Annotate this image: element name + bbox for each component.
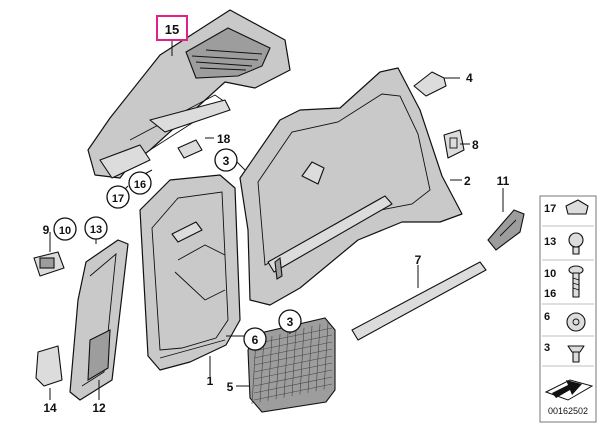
rivet-13-icon xyxy=(568,232,584,248)
legend-label-16: 16 xyxy=(544,288,556,300)
expanding-rivet-3-icon xyxy=(567,345,585,353)
legend-label-10: 10 xyxy=(544,268,556,280)
part-15-upper-trim[interactable] xyxy=(87,9,291,179)
legend-row-13[interactable]: 13 xyxy=(544,232,584,255)
callout-13-label: 13 xyxy=(90,224,102,236)
part-4-cap[interactable] xyxy=(413,71,447,97)
callout-3-upper[interactable]: 3 xyxy=(214,148,238,172)
legend-arrow xyxy=(544,379,594,401)
part-18-clip[interactable] xyxy=(177,139,203,159)
callout-7[interactable]: 7 xyxy=(415,253,422,267)
callout-2[interactable]: 2 xyxy=(464,174,471,188)
callout-16-label: 16 xyxy=(134,179,146,191)
part-9-clip[interactable] xyxy=(33,251,65,277)
legend-label-17: 17 xyxy=(544,203,556,215)
callout-6[interactable]: 6 xyxy=(243,327,267,351)
diagram-id: 00162502 xyxy=(548,406,588,416)
callout-3-upper-label: 3 xyxy=(223,154,230,168)
part-7-strip[interactable] xyxy=(351,261,487,341)
fastener-legend: 17 13 10 16 6 3 xyxy=(539,195,597,423)
part-12-pillar-trim[interactable] xyxy=(69,239,129,401)
part-2-side-panel[interactable] xyxy=(239,67,463,306)
callout-15-label: 15 xyxy=(165,22,179,37)
callout-17-label: 17 xyxy=(112,193,124,205)
callout-10[interactable]: 10 xyxy=(53,217,77,241)
callout-3-lower[interactable]: 3 xyxy=(278,309,302,333)
part-11-speaker-bracket[interactable] xyxy=(487,209,525,251)
callout-5[interactable]: 5 xyxy=(227,380,234,394)
legend-label-6: 6 xyxy=(544,311,550,323)
callout-4[interactable]: 4 xyxy=(466,71,473,85)
arrow-icon xyxy=(552,380,582,398)
callout-15[interactable]: 15 xyxy=(156,15,188,41)
legend-label-13: 13 xyxy=(544,236,556,248)
part-1-lower-trim[interactable] xyxy=(139,174,241,371)
clip-17-icon xyxy=(565,199,589,215)
callout-1[interactable]: 1 xyxy=(207,374,214,388)
callout-10-label: 10 xyxy=(59,225,71,237)
callout-12[interactable]: 12 xyxy=(92,401,106,415)
part-14-cover[interactable] xyxy=(35,345,63,387)
callout-13[interactable]: 13 xyxy=(84,216,108,240)
legend-row-17[interactable]: 17 xyxy=(544,199,589,215)
callout-8[interactable]: 8 xyxy=(472,138,479,152)
part-8-bracket[interactable] xyxy=(443,129,465,159)
callout-6-label: 6 xyxy=(252,333,259,347)
grommet-6-icon xyxy=(566,312,586,332)
callout-17[interactable]: 17 xyxy=(106,185,130,209)
callout-18[interactable]: 18 xyxy=(217,132,231,146)
callout-14[interactable]: 14 xyxy=(43,401,57,415)
legend-row-3[interactable]: 3 xyxy=(544,342,585,363)
part-5-cargo-net[interactable] xyxy=(247,317,336,413)
callout-3-lower-label: 3 xyxy=(287,315,294,329)
legend-row-10-16[interactable]: 10 16 xyxy=(544,265,584,300)
legend-label-3: 3 xyxy=(544,342,550,354)
legend-row-6[interactable]: 6 xyxy=(544,311,586,332)
callout-16[interactable]: 16 xyxy=(128,171,152,195)
callout-9[interactable]: 9 xyxy=(43,223,50,237)
callout-11[interactable]: 11 xyxy=(497,174,510,188)
